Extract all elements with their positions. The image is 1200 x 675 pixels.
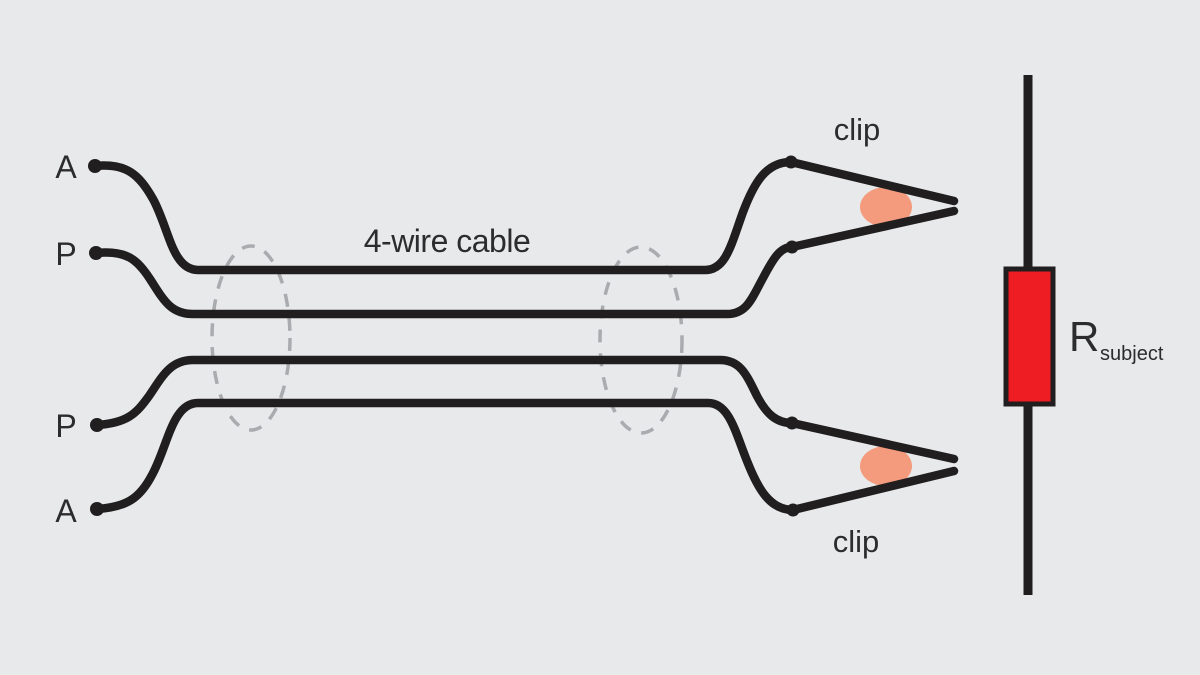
wire-a-bottom: [92, 398, 959, 515]
clip-hinge-dot-bottom-upper: [785, 416, 799, 430]
wire-a-top: [90, 157, 959, 275]
resistor-label: R: [1069, 313, 1099, 360]
cable-label: 4-wire cable: [364, 223, 531, 259]
terminal-dot-a-bottom: [90, 502, 104, 516]
clip-pad-top: [860, 187, 912, 227]
cable-bundle-ellipse-left: [210, 244, 292, 432]
terminal-label-a-bottom: A: [55, 493, 77, 529]
terminal-dot-p-bottom: [90, 418, 104, 432]
clip-pad-bottom: [860, 446, 912, 486]
terminal-dot-p-top: [89, 246, 103, 260]
resistor-body: [1003, 266, 1056, 407]
clip-hinge-dot-top-upper: [784, 155, 798, 169]
clip-hinge-dot-top-lower: [785, 240, 799, 254]
cable-bundle-ellipse-right: [598, 245, 684, 435]
terminal-label-p-bottom: P: [55, 408, 76, 444]
wire-p-bottom: [92, 355, 959, 464]
terminal-label-p-top: P: [55, 236, 76, 272]
clip-hinge-dot-bottom-lower: [786, 503, 800, 517]
wire-p-top: [91, 206, 959, 319]
clip-label-bottom: clip: [833, 524, 880, 559]
terminal-label-a-top: A: [55, 149, 77, 185]
resistor-label-subscript: subject: [1100, 343, 1164, 365]
clip-label-top: clip: [834, 112, 881, 147]
terminal-dot-a-top: [88, 159, 102, 173]
